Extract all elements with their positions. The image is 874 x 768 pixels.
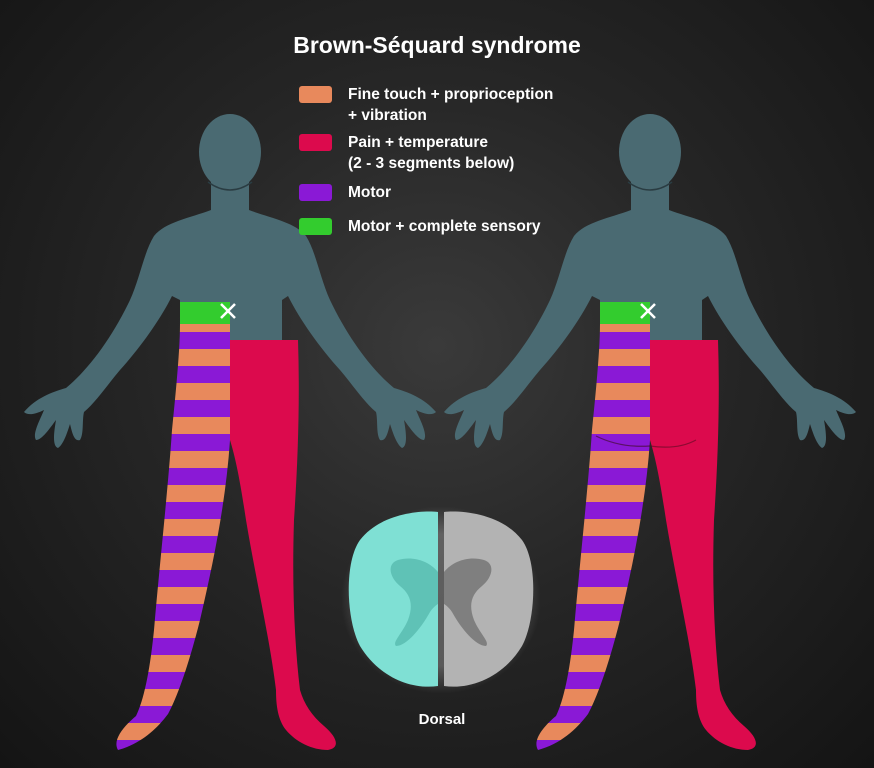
- lesion-x-back: [640, 303, 656, 319]
- lesion-band-back: [600, 302, 650, 324]
- spinal-cord-cross-section: [341, 506, 541, 694]
- legend-label: Pain + temperature: [348, 134, 488, 151]
- dorsal-label: Dorsal: [418, 711, 466, 728]
- swatch-pain-temp: [299, 134, 332, 151]
- swatch-fine-touch: [299, 86, 332, 103]
- legend-label: + vibration: [348, 107, 427, 124]
- swatch-motor-complete: [299, 218, 332, 235]
- striped-leg-front: [116, 324, 230, 750]
- red-leg-front: [230, 340, 336, 750]
- red-leg-back: [650, 340, 756, 750]
- striped-leg-back: [536, 324, 650, 750]
- front-figure: [23, 113, 437, 750]
- legend-label: Motor + complete sensory: [348, 218, 541, 235]
- lesion-x-front: [220, 303, 236, 319]
- back-figure: [443, 113, 857, 750]
- diagram-title: Brown-Séquard syndrome: [293, 32, 581, 58]
- lesion-band-front: [180, 302, 230, 324]
- legend-label: Fine touch + proprioception: [348, 86, 554, 103]
- legend-label: (2 - 3 segments below): [348, 155, 515, 172]
- swatch-motor: [299, 184, 332, 201]
- legend-label: Motor: [348, 184, 392, 201]
- cord-affected-half: [348, 511, 438, 687]
- cord-unaffected-half: [444, 511, 534, 687]
